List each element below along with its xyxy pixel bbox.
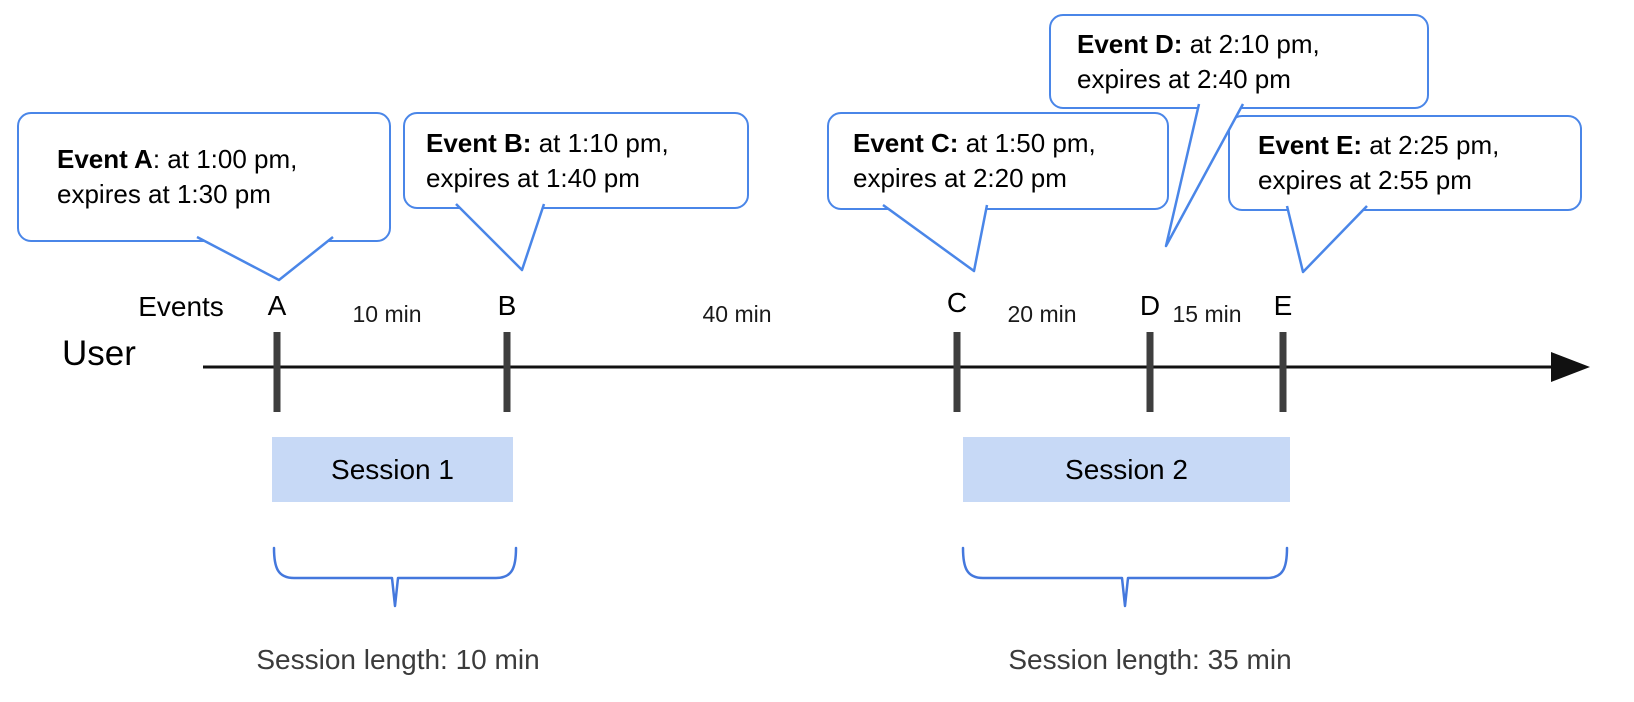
- tick-label-a: A: [267, 290, 287, 321]
- tick-label-d: D: [1139, 290, 1161, 321]
- gap-label-a-b: 10 min: [352, 301, 422, 327]
- event-c-line1: Event C: at 1:50 pm,: [853, 126, 1167, 161]
- gap-label-d-e: 15 min: [1172, 301, 1242, 327]
- tick-label-e: E: [1273, 290, 1293, 321]
- tick-e: [1279, 332, 1287, 412]
- event-e-time: at 2:25 pm,: [1362, 130, 1500, 160]
- event-d-bubble: Event D: at 2:10 pm, expires at 2:40 pm: [1049, 14, 1429, 109]
- event-d-expiry: expires at 2:40 pm: [1077, 63, 1291, 94]
- event-d-title: Event D:: [1077, 28, 1183, 59]
- event-b-title: Event B:: [426, 127, 532, 158]
- event-e-bubble: Event E: at 2:25 pm, expires at 2:55 pm: [1228, 115, 1582, 211]
- event-c-bubble: Event C: at 1:50 pm, expires at 2:20 pm: [827, 112, 1169, 210]
- session-2-brace: [961, 546, 1289, 608]
- event-e-bubble-tail: [1285, 205, 1368, 274]
- event-a-time: : at 1:00 pm,: [152, 144, 298, 174]
- event-c-title: Event C:: [853, 128, 959, 158]
- session-2-length-label: Session length: 35 min: [1008, 644, 1292, 675]
- event-c-bubble-tail: [882, 203, 989, 273]
- event-d-time: at 2:10 pm,: [1182, 28, 1320, 59]
- session-1-length-label: Session length: 10 min: [256, 644, 540, 675]
- session-2-box: Session 2: [963, 437, 1290, 502]
- tick-b: [503, 332, 511, 412]
- event-a-expiry: expires at 1:30 pm: [57, 179, 271, 209]
- tick-label-c: C: [946, 287, 968, 318]
- user-row-label: User: [62, 334, 136, 373]
- event-e-expiry: expires at 2:55 pm: [1258, 165, 1472, 195]
- gap-label-c-d: 20 min: [1007, 301, 1077, 327]
- session-1-label: Session 1: [331, 453, 454, 485]
- event-e-line1: Event E: at 2:25 pm,: [1258, 128, 1580, 163]
- event-e-title: Event E:: [1258, 130, 1363, 160]
- events-row-label: Events: [138, 291, 224, 322]
- tick-c: [953, 332, 961, 412]
- event-c-expiry: expires at 2:20 pm: [853, 163, 1067, 193]
- event-c-time: at 1:50 pm,: [958, 128, 1096, 158]
- event-a-bubble-tail: [196, 235, 334, 282]
- event-b-bubble-tail: [455, 203, 546, 272]
- event-b-expiry: expires at 1:40 pm: [426, 162, 640, 193]
- event-a-title: Event A: [57, 144, 153, 174]
- event-b-bubble: Event B: at 1:10 pm, expires at 1:40 pm: [403, 112, 749, 209]
- tick-label-b: B: [497, 290, 517, 321]
- session-1-brace: [272, 546, 518, 608]
- timeline-arrowhead-icon: [1551, 352, 1590, 382]
- tick-a: [273, 332, 281, 412]
- event-a-bubble: Event A: at 1:00 pm, expires at 1:30 pm: [17, 112, 391, 242]
- session-1-box: Session 1: [272, 437, 513, 502]
- event-d-line1: Event D: at 2:10 pm,: [1077, 27, 1427, 62]
- gap-label-b-c: 40 min: [702, 301, 772, 327]
- tick-d: [1146, 332, 1154, 412]
- event-a-line1: Event A: at 1:00 pm,: [57, 142, 389, 177]
- event-b-line1: Event B: at 1:10 pm,: [426, 126, 747, 161]
- session-2-label: Session 2: [1065, 453, 1188, 485]
- event-b-time: at 1:10 pm,: [531, 127, 669, 158]
